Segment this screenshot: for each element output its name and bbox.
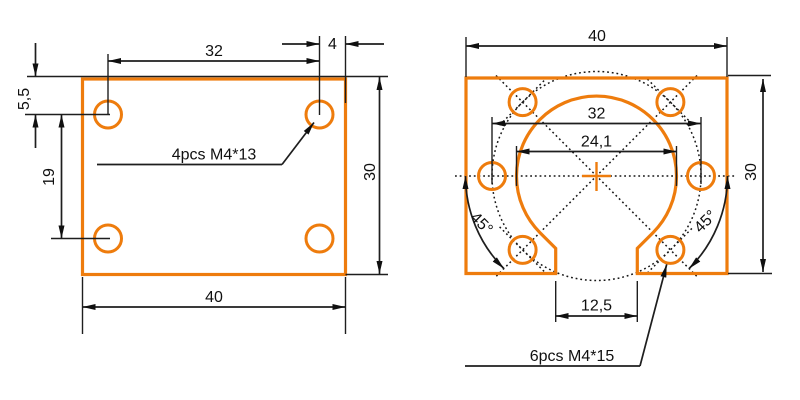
dim-text-width-right-view: 40 xyxy=(588,28,606,45)
right-view: 40 30 32 24,1 12,5 45° 45° 6pcs M4*15 xyxy=(455,28,772,367)
label-6pcs-m4x15: 6pcs M4*15 xyxy=(530,348,615,365)
dim-text-hole-spacing-y: 19 xyxy=(41,168,58,186)
label-4pcs-m4x13: 4pcs M4*13 xyxy=(172,147,257,164)
dim-text-height-right-view: 30 xyxy=(743,163,760,181)
hole-cross-top-left xyxy=(499,78,547,126)
left-plate-outline xyxy=(80,77,348,277)
right-plate-outline xyxy=(464,76,729,276)
left-hole-bottom-right xyxy=(304,223,335,254)
hole-cross-top-right xyxy=(646,78,694,126)
dim-text-edge-offset: 4 xyxy=(328,36,337,53)
dim-text-bolt-circle: 32 xyxy=(588,106,606,123)
dim-arc-angle-right xyxy=(688,175,731,270)
dim-text-width-left-view: 40 xyxy=(205,289,223,306)
right-hole-top-right xyxy=(655,87,686,118)
right-hole-bottom-right xyxy=(655,234,686,265)
left-view: 32 4 5,5 19 30 40 4pcs M4*13 xyxy=(16,36,388,334)
hole-cross-bottom-right xyxy=(646,226,694,274)
dim-text-bore: 24,1 xyxy=(581,134,612,151)
dim-text-slot: 12,5 xyxy=(581,298,612,315)
hole-cross-bottom-left xyxy=(499,226,547,274)
right-hole-bottom-left xyxy=(507,234,538,265)
dim-text-angle-right: 45° xyxy=(691,207,720,236)
leader-arrow-right xyxy=(639,264,668,367)
right-hole-top-left xyxy=(507,87,538,118)
dim-text-hole-spacing-x: 32 xyxy=(205,43,223,60)
dim-text-height-left-view: 30 xyxy=(362,163,379,181)
leader-arrow-left xyxy=(281,121,315,166)
dim-arc-angle-left xyxy=(462,175,505,270)
dim-text-top-offset: 5,5 xyxy=(16,88,33,110)
